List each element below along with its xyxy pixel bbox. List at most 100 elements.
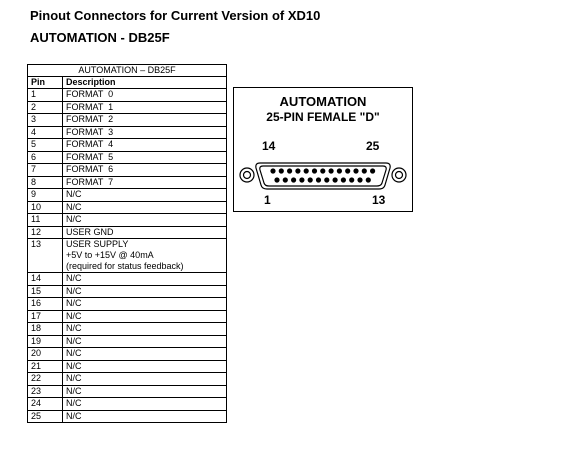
connector-title: AUTOMATION xyxy=(279,94,367,109)
connector-pin xyxy=(357,177,363,183)
pin-number: 14 xyxy=(27,272,63,286)
pin-number: 1 xyxy=(27,88,63,102)
pin-description: N/C xyxy=(62,334,227,348)
shell-outer xyxy=(255,162,391,190)
pin-description: FORMAT 2 xyxy=(62,113,227,127)
pin-description: N/C xyxy=(62,297,227,311)
connector-subtitle: 25-PIN FEMALE "D" xyxy=(266,110,380,124)
pin-number: 7 xyxy=(27,163,63,177)
pin-description: N/C xyxy=(62,213,227,227)
pin-description: FORMAT 7 xyxy=(62,175,227,189)
mount-hole-right-inner xyxy=(394,170,404,180)
pin-label-25: 25 xyxy=(366,139,380,153)
pin-number: 16 xyxy=(27,297,63,311)
pin-description-line: USER GND xyxy=(66,226,114,237)
pin-number: 3 xyxy=(27,113,63,127)
pin-description: N/C xyxy=(62,359,227,373)
connector-pin xyxy=(282,177,288,183)
pin-number: 20 xyxy=(27,347,63,361)
pin-number: 4 xyxy=(27,125,63,139)
connector-pin xyxy=(332,177,338,183)
pin-number: 18 xyxy=(27,322,63,336)
pin-description-line: FORMAT 1 xyxy=(66,101,114,112)
connector-pin xyxy=(278,168,284,174)
pin-description-line: FORMAT 4 xyxy=(66,139,114,149)
mount-hole-left xyxy=(239,167,255,183)
connector-pin xyxy=(270,168,276,174)
pin-number: 2 xyxy=(27,100,63,114)
pin-description-line: N/C xyxy=(66,285,82,296)
connector-pin xyxy=(295,168,301,174)
pin-number: 6 xyxy=(27,150,63,164)
connector-pin xyxy=(315,177,322,183)
connector-pin xyxy=(299,177,305,183)
pin-description: N/C xyxy=(62,384,227,398)
connector-pin xyxy=(303,168,309,174)
pin-description-line: USER SUPPLY xyxy=(66,239,129,249)
connector-pin xyxy=(349,177,355,183)
pin-number: 15 xyxy=(27,284,63,298)
pin-description-line: N/C xyxy=(66,214,82,224)
connector-pin xyxy=(328,168,334,174)
connector-pin xyxy=(307,177,313,183)
pin-description-line: N/C xyxy=(66,310,82,321)
connector-pin xyxy=(290,177,297,183)
pin-number: 22 xyxy=(27,372,63,386)
pin-number: 9 xyxy=(27,188,63,202)
pin-number: 23 xyxy=(27,384,63,398)
pin-label-1: 1 xyxy=(264,193,271,207)
connector-pin xyxy=(345,168,351,174)
pin-label-14: 14 xyxy=(262,139,276,153)
connector-pin xyxy=(286,168,293,174)
mount-hole-left-inner xyxy=(242,170,252,180)
connector-pin xyxy=(320,168,326,174)
pin-description-line: FORMAT 5 xyxy=(66,151,114,162)
pin-number: 11 xyxy=(27,213,63,227)
db25-connector-icon xyxy=(239,162,407,190)
pin-description-line: N/C xyxy=(66,335,82,346)
pin-description: N/C xyxy=(62,347,227,361)
connector-pin xyxy=(365,177,371,183)
pin-number: 21 xyxy=(27,359,63,373)
pin-description-line: FORMAT 7 xyxy=(66,176,114,187)
pin-description-line: N/C xyxy=(66,360,82,371)
pin-number: 12 xyxy=(27,225,63,239)
pin-description-line: FORMAT 6 xyxy=(66,164,114,174)
pin-description-line: FORMAT 2 xyxy=(66,114,114,124)
pin-description: N/C xyxy=(62,188,227,202)
table-caption-row: AUTOMATION – DB25F xyxy=(27,64,227,77)
pin-description-line: N/C xyxy=(66,273,82,283)
pin-description-line: N/C xyxy=(66,348,82,358)
pin-number: 8 xyxy=(27,175,63,189)
connector-pin xyxy=(340,177,347,183)
pin-description-line: N/C xyxy=(66,410,82,421)
pin-description-line: FORMAT 3 xyxy=(66,126,114,137)
pin-description-line: (required for status feedback) xyxy=(66,261,184,271)
pin-number: 10 xyxy=(27,200,63,214)
pin-description-line: N/C xyxy=(66,298,82,308)
pin-description: USER SUPPLY+5V to +15V @ 40mA(required f… xyxy=(62,238,227,273)
pin-description: USER GND xyxy=(62,225,227,239)
connector-pin xyxy=(336,168,343,174)
pin-number: 17 xyxy=(27,309,63,323)
pin-description: FORMAT 1 xyxy=(62,100,227,114)
page-title: Pinout Connectors for Current Version of… xyxy=(30,8,321,23)
pin-description: N/C xyxy=(62,272,227,286)
pin-description: N/C xyxy=(62,372,227,386)
connector-pin xyxy=(274,177,280,183)
